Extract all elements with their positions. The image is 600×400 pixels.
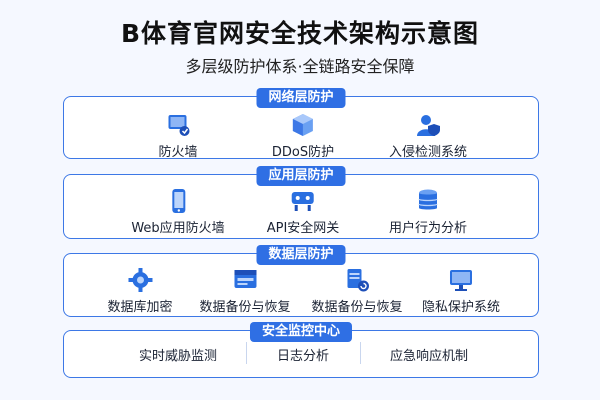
api-gateway-item: API安全网关 xyxy=(266,188,340,236)
ddos-cube-icon xyxy=(292,114,313,136)
behavior-item: 用户行为分析 xyxy=(389,188,467,236)
page-subtitle: 多层级防护体系·全链路安全保障 xyxy=(185,57,415,76)
network-layer-header: 网络层防护 xyxy=(256,88,346,108)
mobile-phone-icon xyxy=(172,189,185,213)
ddos-label: DDoS防护 xyxy=(271,145,335,160)
application-layer-panel: 应用层防护 Web应用防火墙 API安全网关 xyxy=(63,166,539,239)
ids-label: 入侵检测系统 xyxy=(388,145,468,160)
gear-shield-icon xyxy=(127,268,152,292)
firewall-label: 防火墙 xyxy=(158,145,198,160)
db-encryption-item: 数据库加密 xyxy=(107,267,173,315)
threat-monitoring-label: 实时威胁监测 xyxy=(138,349,218,364)
page-title: B体育官网安全技术架构示意图 xyxy=(120,19,480,48)
firewall-icon xyxy=(167,115,189,136)
waf-label: Web应用防火墙 xyxy=(131,221,225,236)
gateway-icon xyxy=(291,192,314,211)
backup-item-1: 数据备份与恢复 xyxy=(199,267,291,315)
backup-item-2: 数据备份与恢复 xyxy=(311,267,403,315)
monitor-icon xyxy=(449,270,472,291)
data-layer-panel: 数据层防护 数据库加密 数据备份与恢复 xyxy=(63,245,539,317)
privacy-item: 隐私保护系统 xyxy=(422,267,500,315)
restore-document-icon xyxy=(346,269,369,292)
application-layer-header: 应用层防护 xyxy=(256,166,346,186)
log-analysis-label: 日志分析 xyxy=(276,349,330,364)
waf-item: Web应用防火墙 xyxy=(131,188,225,236)
behavior-label: 用户行为分析 xyxy=(388,221,468,236)
data-layer-header: 数据层防护 xyxy=(256,245,346,265)
api-gateway-label: API安全网关 xyxy=(266,221,340,236)
divider xyxy=(360,342,361,364)
monitoring-center-header: 安全监控中心 xyxy=(249,322,353,342)
backup-window-icon xyxy=(233,270,256,288)
network-layer-panel: 网络层防护 防火墙 DDoS防护 入侵检测系 xyxy=(63,88,539,160)
backup-label-2: 数据备份与恢复 xyxy=(311,300,403,315)
user-shield-icon xyxy=(416,115,440,136)
privacy-label: 隐私保护系统 xyxy=(421,300,501,315)
database-icon xyxy=(418,189,438,210)
divider xyxy=(246,342,247,364)
ddos-item: DDoS防护 xyxy=(272,112,334,160)
emergency-response-label: 应急响应机制 xyxy=(389,349,469,364)
monitoring-center-panel: 安全监控中心 实时威胁监测 日志分析 应急响应机制 xyxy=(63,322,539,378)
db-encryption-label: 数据库加密 xyxy=(107,300,173,315)
backup-label-1: 数据备份与恢复 xyxy=(199,300,291,315)
ids-item: 入侵检测系统 xyxy=(389,112,467,160)
firewall-item: 防火墙 xyxy=(158,112,198,160)
